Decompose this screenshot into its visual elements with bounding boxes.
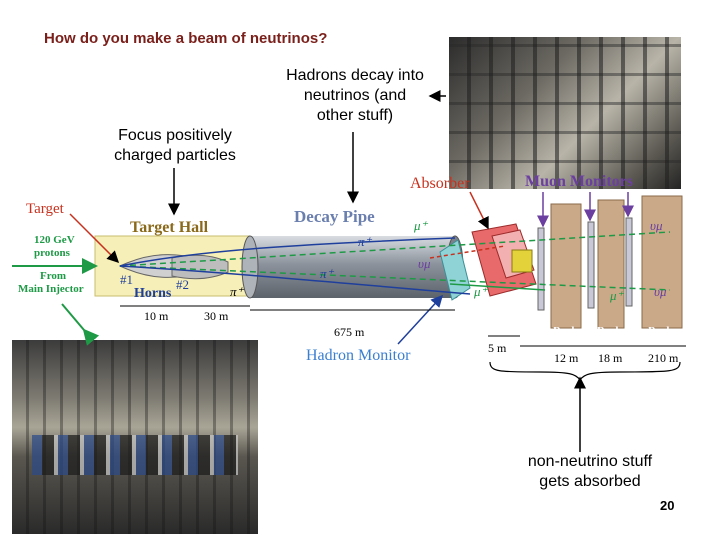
hadron-monitor-label: Hadron Monitor	[306, 347, 411, 364]
injector-label-line1: From	[40, 270, 66, 282]
absorber-label: Absorber	[410, 175, 470, 192]
protons-label-line2: protons	[34, 247, 71, 259]
horns-label: Horns	[134, 286, 172, 301]
muon-monitor-plate-2	[587, 221, 595, 309]
absorbed-brace	[489, 361, 681, 382]
dist-10-label: 10 m	[144, 309, 169, 323]
nu-label-pipe: υμ	[418, 256, 431, 271]
rock-slab-1	[550, 203, 582, 329]
absorbed-callout: non-neutrino stuff gets absorbed	[505, 452, 675, 492]
nu-label-lower: υμ	[654, 284, 667, 299]
horn2-label: #2	[176, 277, 189, 292]
dist-675-label: 675 m	[334, 325, 365, 339]
focus-callout-line1: Focus positively	[118, 127, 232, 144]
neutrino-line-upper	[119, 231, 671, 267]
muon-monitor-plate-3	[625, 217, 633, 307]
decay-pipe-front-ellipse	[241, 235, 259, 299]
decay-callout-line2: neutrinos (and	[303, 87, 407, 104]
page-title: How do you make a beam of neutrinos?	[44, 30, 328, 47]
pi-label-lower: π⁺	[320, 266, 335, 281]
dist-18-label: 18 m	[598, 351, 623, 365]
absorbed-callout-line2: gets absorbed	[539, 473, 641, 490]
absorber-yellow	[511, 249, 533, 273]
decay-callout-line1: Hadrons decay into	[286, 67, 424, 84]
mu-label-rock: μ⁺	[609, 288, 625, 303]
dist-30-label: 30 m	[204, 309, 229, 323]
muon-monitors-label: Muon Monitors	[525, 173, 633, 190]
dist-5-label: 5 m	[488, 341, 507, 355]
dist-12-label: 12 m	[554, 351, 579, 365]
dist-210-label: 210 m	[648, 351, 679, 365]
page-number: 20	[660, 498, 675, 513]
rock-label-1: Rock	[553, 325, 578, 337]
rock-label-3: Rock	[648, 325, 673, 337]
pion-track-lower	[119, 265, 471, 295]
muon-track-lower	[449, 283, 546, 291]
beamline-photo	[12, 340, 258, 534]
rock-slab-3	[641, 195, 683, 329]
focus-callout-line2: charged particles	[114, 147, 236, 164]
horn1-label: #1	[120, 272, 133, 287]
hadron-monitor-arrow	[397, 294, 444, 345]
protons-label-line1: 120 GeV	[34, 234, 75, 246]
injector-photo-arrow	[61, 303, 100, 346]
mu-label-upper: μ⁺	[413, 218, 429, 233]
injector-label-line2: Main Injector	[18, 283, 84, 295]
pi-label-hall: π⁺	[230, 284, 245, 299]
neutrino-line-lower	[119, 265, 671, 291]
target-hall-label: Target Hall	[130, 219, 209, 236]
target-arrow	[69, 213, 120, 264]
rock-label-2: Rock	[597, 325, 622, 337]
nu-label-upper: υμ	[650, 218, 663, 233]
decay-callout-line3: other stuff)	[316, 107, 394, 124]
pi-label-upper: π⁺	[358, 234, 373, 249]
decay-pipe-label: Decay Pipe	[294, 207, 375, 226]
decay-tunnel-photo	[449, 37, 681, 189]
pion-track-upper	[119, 237, 456, 267]
target-label: Target	[26, 201, 65, 217]
horn-2-shape	[171, 254, 229, 280]
focus-callout: Focus positively charged particles	[100, 126, 250, 166]
mu-label-lower: μ⁺	[473, 284, 489, 299]
muon-monitor-plate-1	[537, 227, 545, 311]
absorber-arrow	[469, 191, 489, 230]
muon-track-upper	[429, 245, 506, 259]
rock-slab-2	[597, 199, 625, 329]
absorbed-callout-line1: non-neutrino stuff	[527, 453, 653, 470]
decay-callout: Hadrons decay into neutrinos (and other …	[270, 66, 440, 126]
